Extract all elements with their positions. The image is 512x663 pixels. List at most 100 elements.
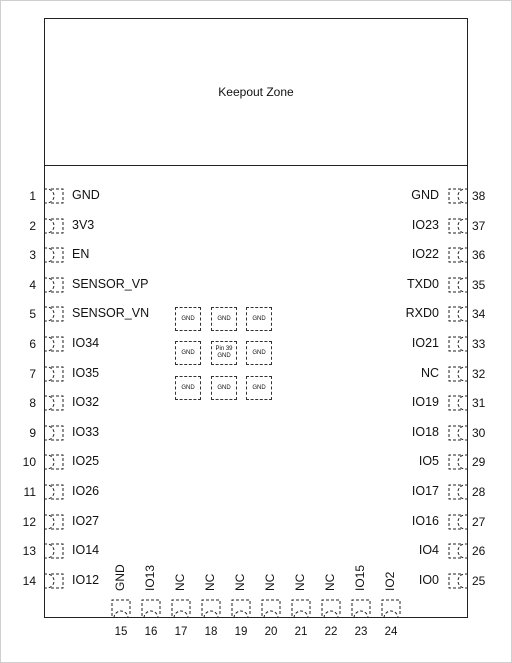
pin-label-left: SENSOR_VP: [72, 276, 149, 291]
pin-label-right: IO22: [411, 247, 439, 262]
pin-label-right: IO19: [411, 395, 439, 410]
pin-label-right: TXD0: [407, 276, 439, 291]
pin-label-left: EN: [72, 247, 90, 262]
pin-pad-left: [43, 218, 65, 234]
pin-label-right: IO23: [411, 217, 439, 232]
ground-pad-label: GND: [181, 349, 195, 356]
pin-pad-bottom: [201, 599, 221, 619]
pin-pad-left: [43, 247, 65, 263]
ground-pad: GND: [246, 376, 272, 400]
pin-label-left: GND: [72, 188, 100, 202]
pin-label-bottom: NC: [233, 573, 247, 591]
pin-pad-left: [43, 573, 65, 589]
pin-label-right: NC: [420, 365, 439, 380]
pin-number-left: 9: [29, 425, 36, 440]
pin-pad-left: [43, 188, 65, 204]
pin-label-bottom: IO15: [353, 564, 367, 591]
pin-label-left: IO12: [72, 572, 100, 587]
pin-label-right: IO17: [411, 484, 439, 498]
ground-pad: GND: [246, 307, 272, 331]
pin-pad-bottom: [381, 599, 401, 619]
pin-label-bottom: NC: [263, 573, 277, 591]
pin-number-right: 36: [472, 248, 486, 263]
pin-pad-right: [447, 425, 469, 441]
pin-number-bottom: 22: [324, 626, 338, 638]
pin-label-left: IO25: [72, 454, 100, 469]
pin-pad-left: [43, 543, 65, 559]
pin-pad-bottom: [321, 599, 341, 619]
pin-number-left: 2: [29, 218, 36, 233]
pin-number-right: 32: [472, 366, 486, 381]
pin-number-right: 29: [472, 455, 486, 470]
ground-pad-label: Pin 39 GND: [215, 346, 233, 359]
pin-label-right: IO21: [411, 336, 439, 350]
pin-label-left: IO32: [72, 395, 100, 410]
pin-label-left: IO27: [72, 513, 100, 528]
pin-pad-right: [447, 395, 469, 411]
pin-number-left: 7: [29, 366, 36, 381]
pin-number-bottom: 21: [294, 626, 308, 638]
pin-number-right: 25: [472, 573, 486, 588]
pin-pad-right: [447, 218, 469, 234]
pin-label-left: 3V3: [72, 217, 95, 232]
pin-pad-left: [43, 395, 65, 411]
pin-number-right: 38: [472, 189, 486, 203]
pin-pad-right: [447, 366, 469, 382]
pin-pad-left: [43, 366, 65, 382]
pin-number-right: 31: [472, 396, 486, 411]
pin-number-left: 12: [22, 514, 36, 529]
pin-label-bottom: NC: [323, 573, 337, 591]
module-outline: Keepout Zone: [44, 18, 468, 618]
pin-pad-bottom: [141, 599, 161, 619]
pin-number-left: 11: [23, 485, 36, 499]
pin-pad-right: [447, 543, 469, 559]
ground-pad: GND: [211, 376, 237, 400]
pin-label-right: IO18: [411, 424, 439, 439]
pin-pad-left: [43, 454, 65, 470]
pin-number-left: 10: [22, 455, 36, 470]
pin-pad-right: [447, 247, 469, 263]
pin-label-bottom: NC: [173, 573, 187, 591]
pin-number-bottom: 17: [174, 626, 188, 638]
pin-label-left: SENSOR_VN: [72, 306, 150, 321]
pin-pad-right: [447, 188, 469, 204]
ground-pad: Pin 39 GND: [211, 341, 237, 365]
pin-number-right: 26: [472, 544, 486, 559]
pin-label-bottom: NC: [203, 573, 217, 591]
pin-pad-bottom: [291, 599, 311, 619]
pin-label-bottom: NC: [293, 573, 307, 591]
pin-label-bottom: IO2: [383, 571, 397, 591]
pin-number-bottom: 15: [114, 626, 128, 638]
pin-pad-right: [447, 277, 469, 293]
pin-number-right: 28: [472, 485, 486, 499]
pin-number-bottom: 23: [354, 626, 368, 638]
pin-label-left: IO34: [72, 336, 100, 350]
pin-label-left: IO14: [72, 543, 100, 558]
pin-pad-right: [447, 306, 469, 322]
ground-pad-label: GND: [252, 384, 266, 391]
pin-pad-right: [447, 336, 469, 352]
pin-number-bottom: 24: [384, 626, 398, 638]
pin-number-right: 30: [472, 425, 486, 440]
pin-pad-bottom: [171, 599, 191, 619]
ground-pad-label: GND: [217, 384, 231, 391]
pin-pad-right: [447, 573, 469, 589]
pin-label-left: IO35: [72, 365, 100, 380]
ground-pad-label: GND: [252, 315, 266, 322]
pin-number-right: 27: [472, 514, 486, 529]
pin-number-left: 13: [22, 544, 36, 559]
ground-pad-label: GND: [181, 315, 195, 322]
pin-pad-bottom: [111, 599, 131, 619]
pin-pad-bottom: [231, 599, 251, 619]
pin-number-right: 37: [472, 218, 486, 233]
pin-label-right: RXD0: [405, 306, 439, 321]
pin-number-left: 1: [29, 189, 36, 203]
ground-pad: GND: [211, 307, 237, 331]
pin-pad-left: [43, 277, 65, 293]
pin-number-left: 8: [29, 396, 36, 411]
keepout-zone: Keepout Zone: [45, 19, 467, 166]
pin-number-bottom: 19: [234, 626, 248, 638]
pin-number-left: 3: [29, 248, 36, 263]
pin-label-right: IO5: [418, 454, 439, 469]
ground-pad-label: GND: [217, 315, 231, 322]
